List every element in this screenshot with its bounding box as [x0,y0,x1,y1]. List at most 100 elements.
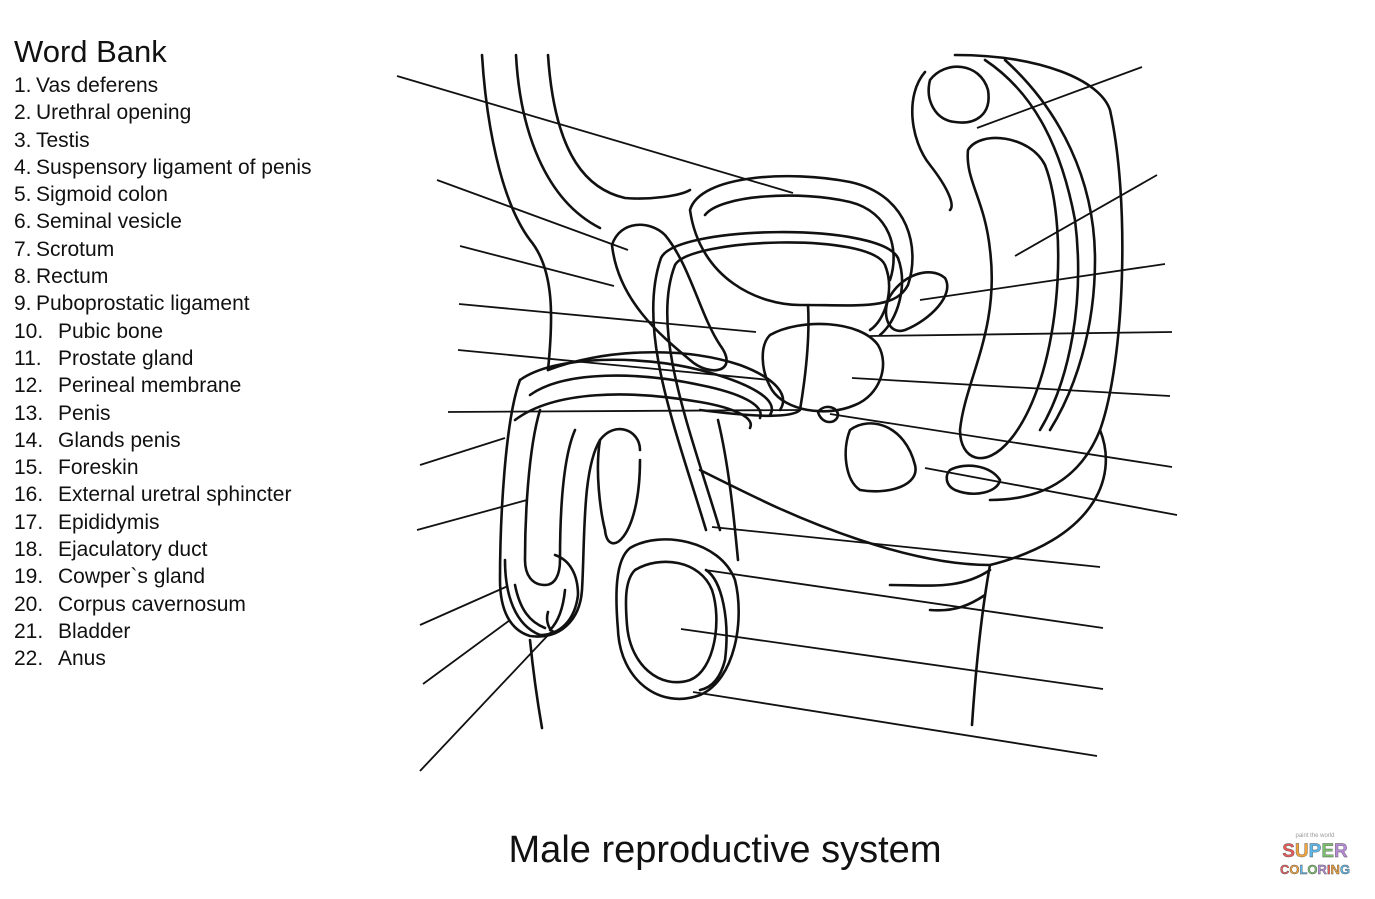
word-bank-item-label: Testis [36,128,90,152]
word-bank-item-label: Urethral opening [36,101,192,125]
word-bank-item-number: 17. [14,510,44,534]
word-bank-item-number: 1. [14,74,32,97]
penis-shaft-top [518,358,774,417]
urethra [698,303,810,418]
glans-penis [503,553,580,637]
word-bank-item-label: Ejaculatory duct [58,538,208,562]
leader-line [851,377,1171,397]
leader-line [416,499,528,531]
word-bank-item-label: Bladder [58,619,131,643]
word-bank-item: 16. External uretral sphincter [14,481,384,508]
word-bank-item: 11. Prostate gland [14,345,384,372]
scrotal-wall [716,418,740,562]
vas-deferens-outer [665,241,891,532]
leader-lines [396,66,1178,772]
word-bank-item-number: 14. [14,428,44,452]
word-bank-item: 20. Corpus cavernosum [14,591,384,618]
word-bank-item-number: 11. [14,346,42,370]
corpus-cavernosum [523,408,577,587]
word-bank-item-label: Cowper`s gland [58,565,206,589]
word-bank-item: 22. Anus [14,645,384,672]
word-bank-item-number: 22. [14,647,44,671]
leader-line [422,619,511,685]
word-bank-item-number: 13. [14,401,44,425]
glans-tip [545,610,557,634]
word-bank-item-number: 20. [14,592,44,616]
word-bank-item: 2.Urethral opening [14,99,384,126]
word-bank-item-label: Penis [58,401,111,425]
word-bank-item: 10.Pubic bone [14,318,384,345]
word-bank-item-label: Prostate gland [58,346,194,370]
sacrum-outline [983,58,1080,432]
word-bank-item: 7.Scrotum [14,236,384,263]
word-bank-item-label: Corpus cavernosum [58,592,246,616]
word-bank-item-label: Sigmoid colon [36,183,168,207]
leader-line [692,691,1098,757]
word-bank-item: 21.Bladder [14,618,384,645]
word-bank-item-label: Glands penis [58,428,181,452]
word-bank-item-number: 9. [14,292,32,316]
word-bank-item: 12.Perineal membrane [14,372,384,399]
word-bank-item-number: 2. [14,101,32,125]
abdominal-wall-outer [480,53,553,372]
foreskin-2 [548,588,567,632]
pubic-bone [610,223,728,372]
logo-word-coloring: COLORING [1280,862,1350,877]
leader-line [924,467,1178,516]
perineum-fold-2 [928,593,987,612]
word-bank-item-number: 8. [14,265,32,289]
word-bank-item-number: 4. [14,155,32,179]
word-bank-item-label: Puboprostatic ligament [36,292,250,316]
rectum-outer [953,53,1124,502]
word-bank-item-label: Pubic bone [58,319,164,343]
word-bank-item: 4.Suspensory ligament of penis [14,154,384,181]
word-bank-item-number: 3. [14,128,32,152]
word-bank-item-label: Perineal membrane [58,374,242,398]
leader-line [459,245,615,287]
leader-line [869,331,1173,337]
perineum-line [698,468,992,567]
word-bank-item-label: Foreskin [58,456,139,480]
leader-line [711,526,1101,568]
bladder-inner [703,194,895,282]
perineal-body [844,422,917,493]
leader-line [396,75,794,194]
penis-inner-2 [513,393,753,430]
abdominal-wall-inner [514,53,602,230]
word-bank-item: 18. Ejaculatory duct [14,536,384,563]
leader-line [704,569,1104,629]
word-bank-item-number: 16. [14,483,44,507]
super-coloring-logo: paint the world SUPER COLORING [1280,833,1351,877]
rectum-inner [958,136,1060,460]
word-bank-item-number: 19. [14,565,44,589]
diagram-caption: Male reproductive system [508,829,942,871]
scrotum-outline [596,438,642,545]
penis-inner-1 [528,374,762,420]
word-bank-item-label: Suspensory ligament of penis [36,155,312,179]
word-bank-item-number: 6. [14,210,32,234]
word-bank-item: 8.Rectum [14,263,384,290]
word-bank-item-number: 15. [14,456,44,480]
logo-word-super: SUPER [1282,841,1348,862]
word-bank-item-label: Anus [58,647,106,671]
seminal-vesicle [884,271,949,333]
word-bank-item-label: Epididymis [58,510,160,534]
leader-line [1014,174,1158,257]
word-bank-item: 3.Testis [14,127,384,154]
word-bank-item-label: Rectum [36,265,109,289]
fat-curve [910,70,953,212]
word-bank-item-number: 18. [14,538,44,562]
word-bank-item-label: External uretral sphincter [58,483,292,507]
leader-line [976,66,1143,129]
word-bank-item: 14. Glands penis [14,427,384,454]
thigh-left [528,638,544,730]
word-bank-item: 15. Foreskin [14,454,384,481]
sacrum-inner [1003,58,1097,432]
penis-upper [546,351,785,412]
leader-line [419,631,552,772]
leader-line [680,628,1104,690]
leader-line [919,263,1166,301]
word-bank-item: 13. Penis [14,400,384,427]
